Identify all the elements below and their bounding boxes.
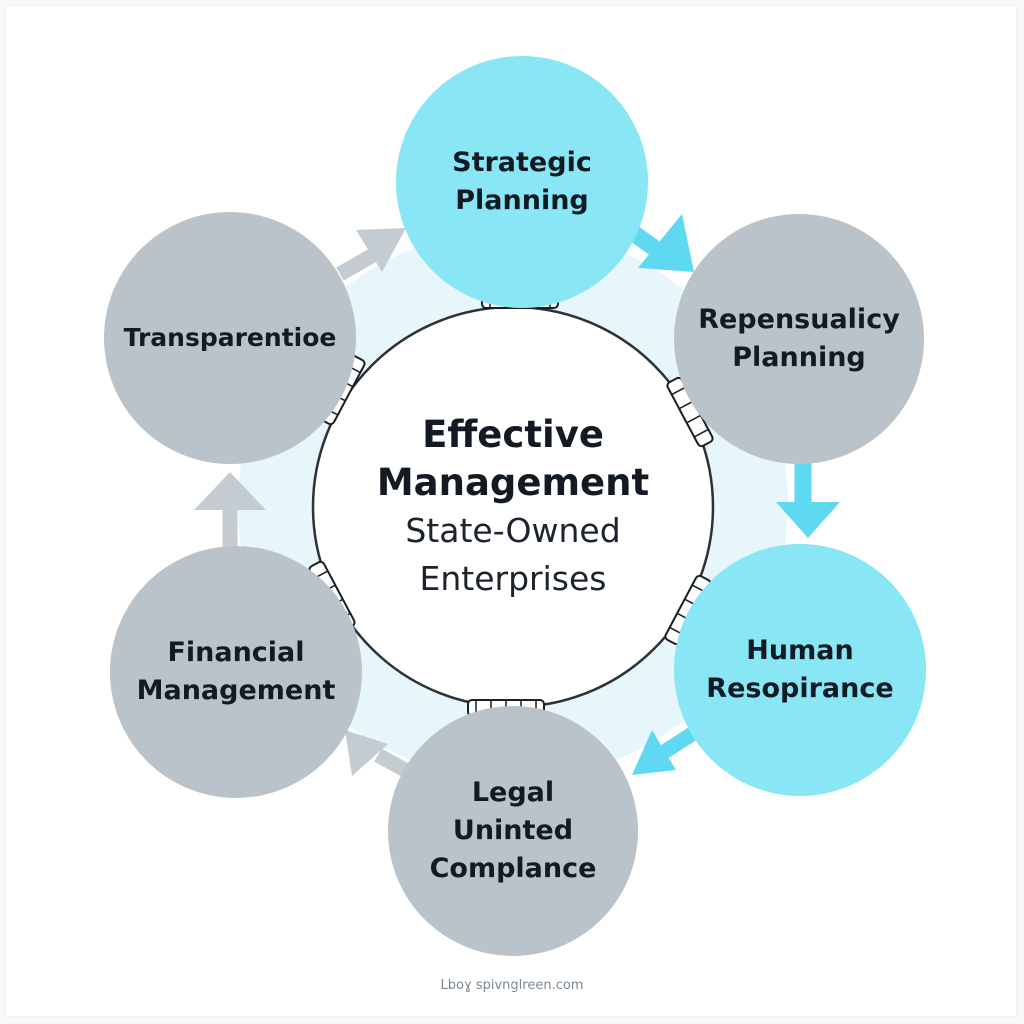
watermark-text: Lboɣ spivnglreen.com (440, 978, 584, 993)
center-subtitle-line2: Enterprises (419, 559, 607, 598)
node-legal-line1: Legal (471, 777, 555, 808)
center-title-line2: Management (376, 461, 650, 504)
node-repensualicy-planning: Repensualicy Planning (674, 214, 924, 464)
node-strategic-planning: Strategic Planning (396, 56, 648, 308)
node-financial-line1: Financial (167, 637, 305, 668)
arrow-human-to-legal (632, 727, 697, 775)
arrow-strategic-to-repensualicy (627, 214, 694, 272)
node-legal-compliance: Legal Uninted Complance (388, 706, 638, 956)
node-financial-line2: Management (136, 675, 336, 706)
node-transparency: Transparentioe (104, 212, 356, 464)
arrow-transparency-to-strategic (336, 228, 406, 281)
node-legal-line3: Complance (429, 853, 597, 884)
arrow-legal-to-financial (345, 730, 409, 777)
arrow-financial-to-transparency (194, 472, 266, 548)
node-financial-management: Financial Management (110, 546, 362, 798)
node-repensualicy-line1: Repensualicy (698, 304, 900, 335)
center-hub: Effective Management State-Owned Enterpr… (314, 308, 712, 706)
arrow-repensualicy-to-human (776, 462, 840, 538)
node-repensualicy-line2: Planning (732, 342, 866, 373)
node-legal-line2: Uninted (452, 815, 574, 846)
node-human-line2: Resopirance (706, 673, 894, 704)
node-strategic-line2: Planning (455, 185, 589, 216)
node-human-resopirance: Human Resopirance (674, 544, 926, 796)
node-transparency-line1: Transparentioe (123, 323, 337, 352)
center-subtitle-line1: State-Owned (405, 511, 621, 550)
node-strategic-line1: Strategic (452, 147, 592, 178)
node-human-line1: Human (746, 635, 854, 666)
center-title-line1: Effective (422, 413, 604, 456)
